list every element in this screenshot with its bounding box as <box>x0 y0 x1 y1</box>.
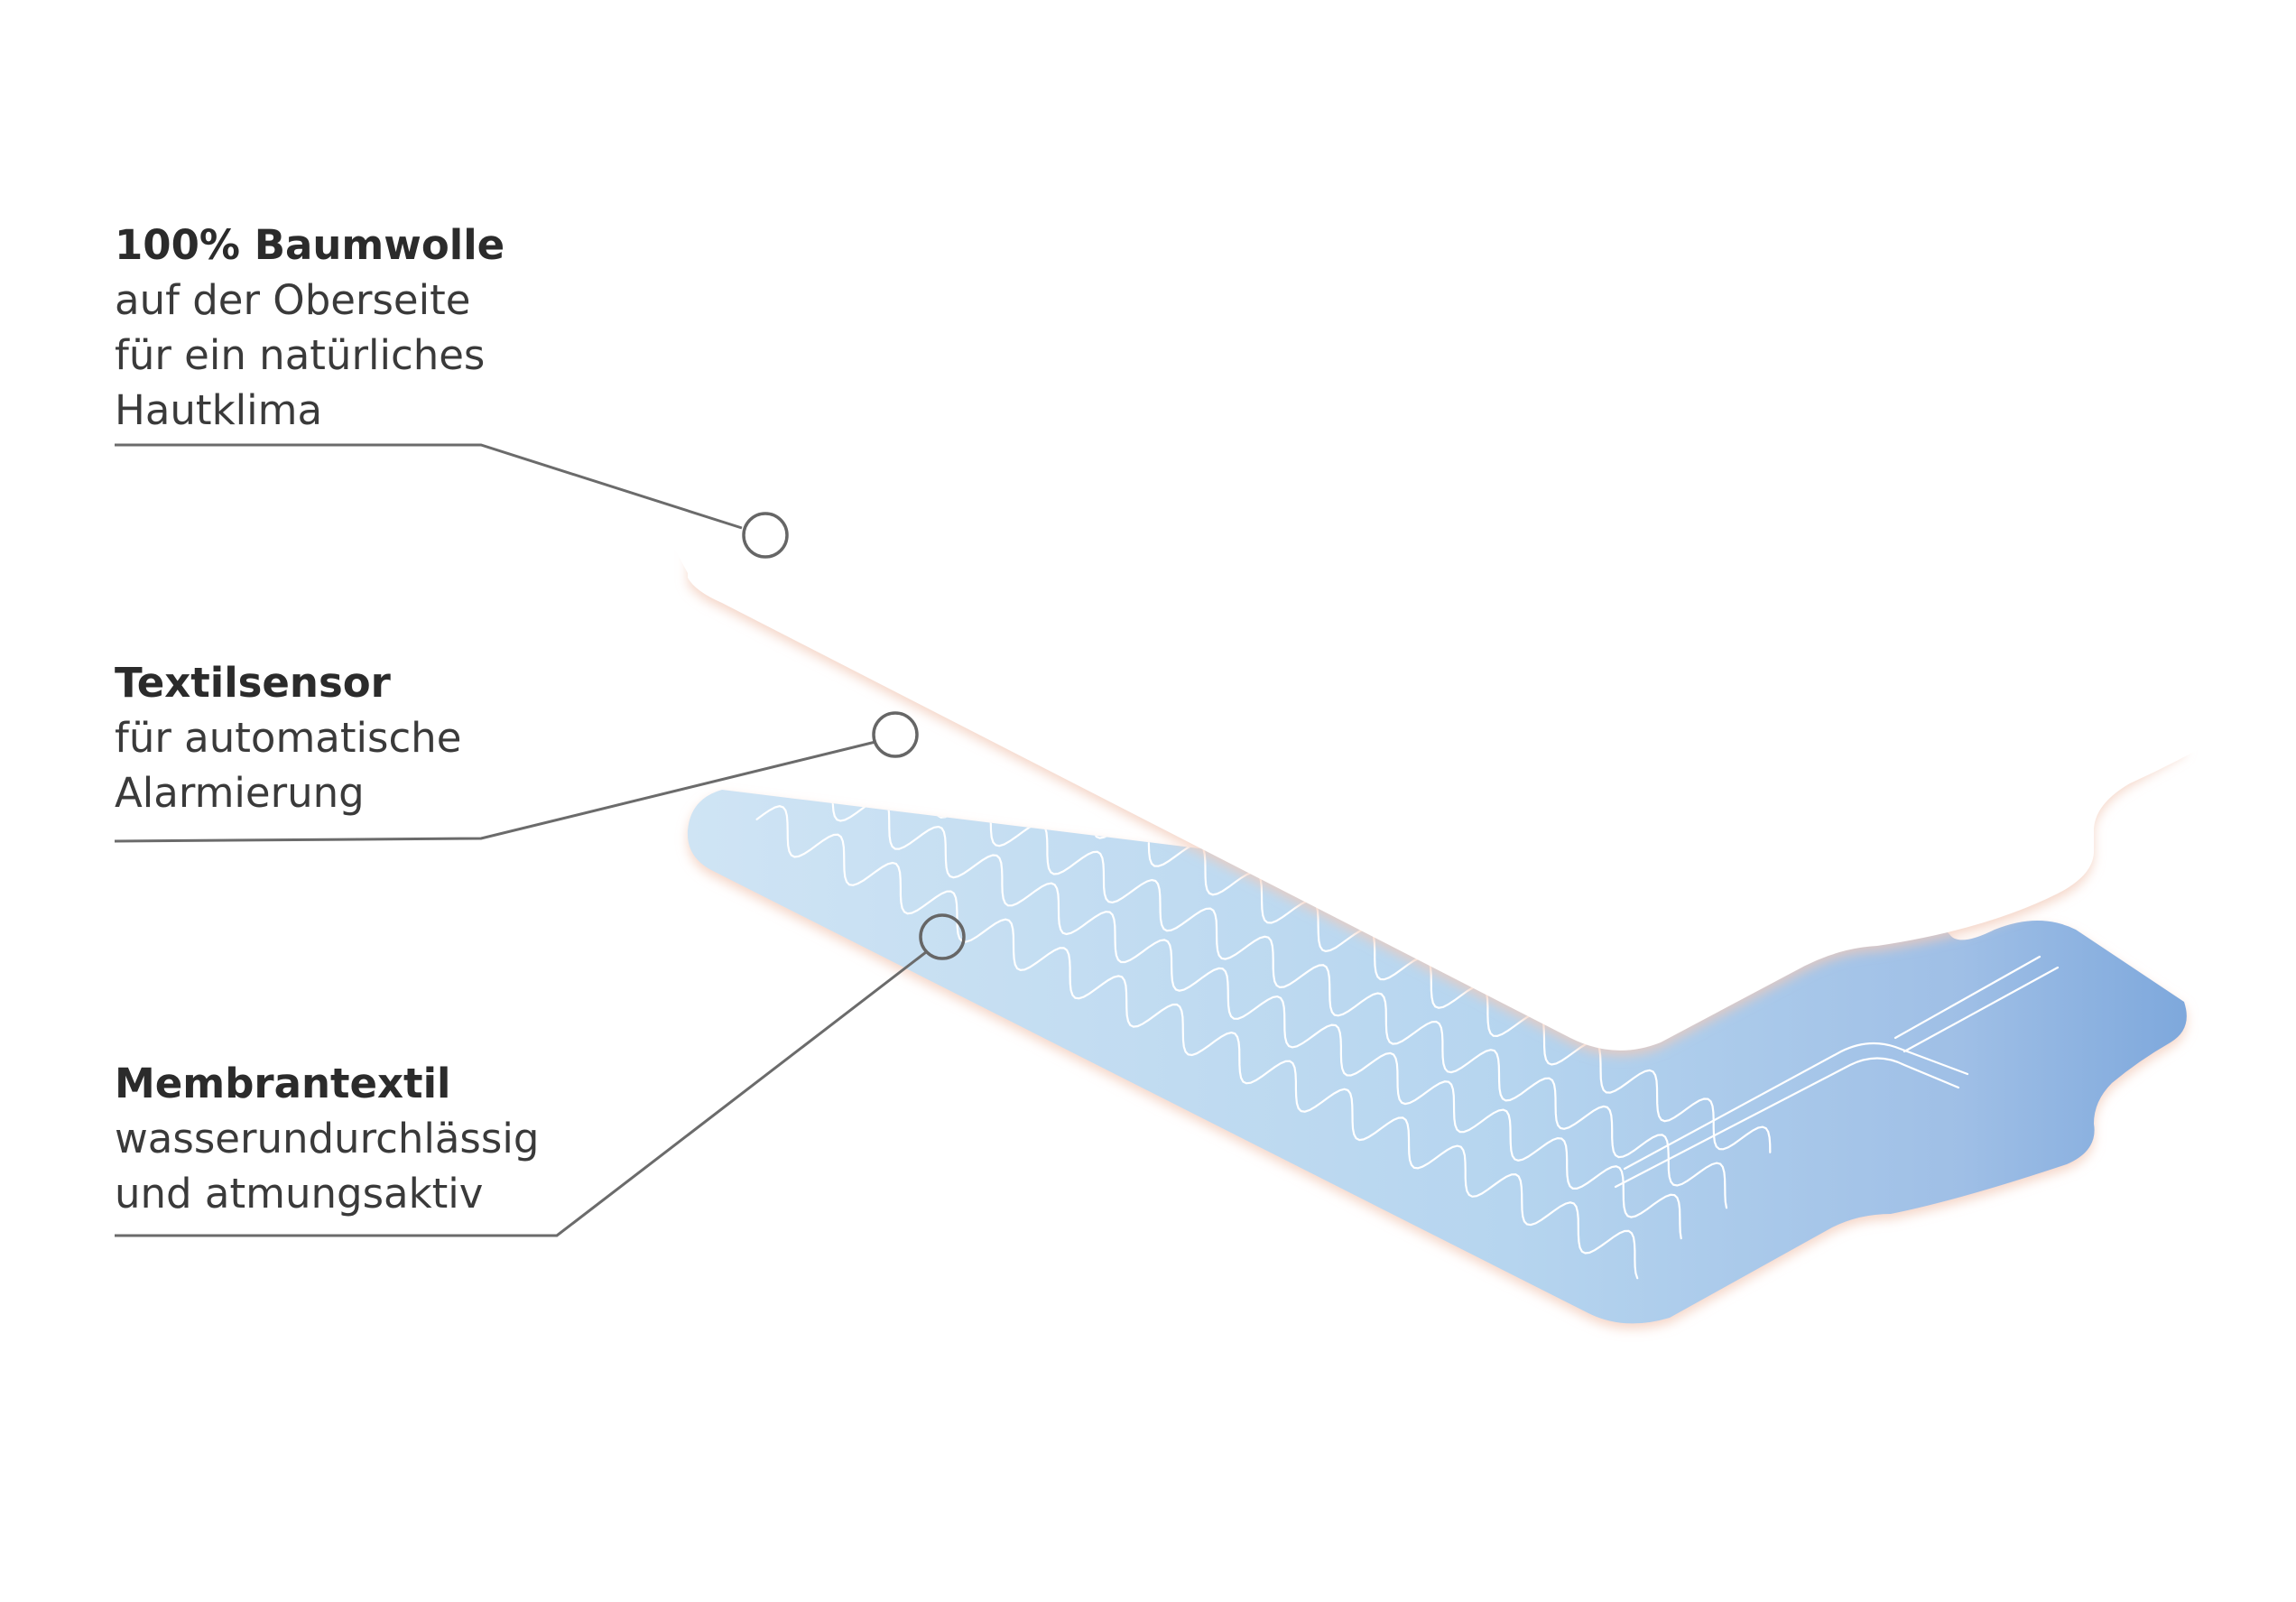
leader-membrane <box>115 950 927 1237</box>
leader-sensor <box>114 740 876 843</box>
marker-cotton <box>742 512 789 559</box>
callout-cotton-line-2: für ein natürliches <box>115 331 486 379</box>
marker-sensor <box>872 711 919 758</box>
callout-sensor-line-2: Alarmierung <box>115 769 365 817</box>
sensor-wire-pattern <box>755 790 2060 1280</box>
callout-membrane-line-2: und atmungsaktiv <box>115 1170 484 1218</box>
leader-cotton <box>115 443 743 530</box>
membrane-layer <box>687 790 2187 1324</box>
cotton-top-layer <box>632 469 2202 1051</box>
sensor-wire-outlet <box>1623 1042 1969 1171</box>
sensor-wire-outlet <box>1893 955 2041 1040</box>
callout-cotton-title: 100% Baumwolle <box>115 221 505 269</box>
sensor-wire <box>755 805 1639 1280</box>
callout-membrane: Membrantextil wasserundurchlässig und at… <box>115 1056 539 1221</box>
callout-cotton-line-3: Hautklima <box>115 386 323 434</box>
callout-sensor-line-1: für automatische <box>115 714 462 762</box>
sensor-wire-outlet <box>1614 1057 1960 1189</box>
callout-cotton-line-1: auf der Oberseite <box>115 276 471 324</box>
callout-membrane-title: Membrantextil <box>115 1060 451 1107</box>
callout-sensor-title: Textilsensor <box>115 659 391 707</box>
marker-membrane <box>919 913 966 960</box>
sensor-wire-outlet <box>1903 966 2060 1053</box>
callout-cotton: 100% Baumwolle auf der Oberseite für ein… <box>115 218 505 438</box>
callout-membrane-line-1: wasserundurchlässig <box>115 1115 540 1162</box>
sensor-wire <box>784 790 1682 1240</box>
callout-sensor: Textilsensor für automatische Alarmierun… <box>115 655 461 820</box>
sensor-wire <box>865 790 1772 1153</box>
